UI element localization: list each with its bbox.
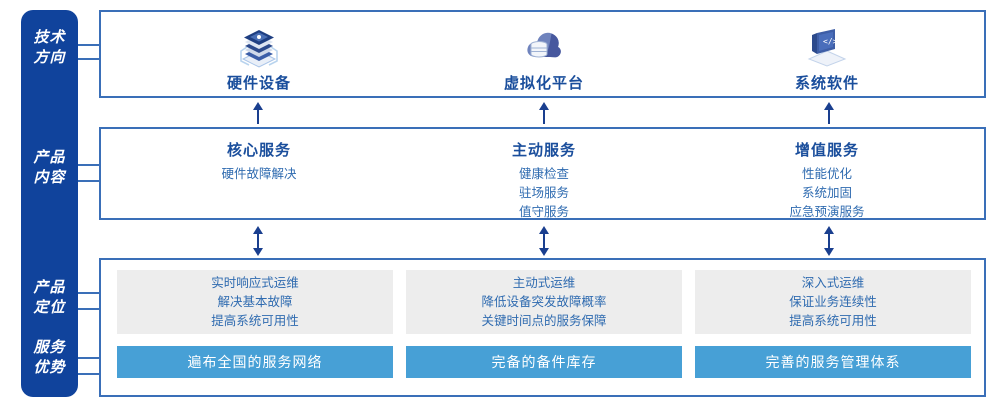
position-card-line: 降低设备突发故障概率 xyxy=(481,294,607,309)
content-item: 健康检查 xyxy=(518,167,569,181)
advantage-bar-spare-parts[interactable]: 完备的备件库存 xyxy=(406,346,682,378)
position-card-line: 深入式运维 xyxy=(801,275,865,290)
connector-line xyxy=(78,180,100,182)
arrow-up-icon xyxy=(539,226,549,234)
rail-label-line1: 技术 xyxy=(33,29,66,46)
rail-label-line2: 方向 xyxy=(33,49,66,66)
arrow-up-icon xyxy=(824,102,834,110)
tech-direction-panel: 硬件设备 虚拟化平台 xyxy=(99,10,986,98)
content-item: 硬件故障解决 xyxy=(221,167,297,181)
tech-label-system-software: 系统软件 xyxy=(794,75,859,92)
content-item: 值守服务 xyxy=(518,205,569,219)
content-title-active-service: 主动服务 xyxy=(511,142,576,159)
advantage-bar-label: 完备的备件库存 xyxy=(491,354,597,370)
position-card-line: 提高系统可用性 xyxy=(789,313,877,328)
tech-column-hardware[interactable]: 硬件设备 xyxy=(144,20,374,93)
server-stack-icon xyxy=(144,20,374,70)
rail-label-line2: 优势 xyxy=(33,359,66,376)
connector-line xyxy=(78,308,100,310)
arrow-up-icon xyxy=(539,102,549,110)
content-column-value-added-service[interactable]: 增值服务 性能优化 系统加固 应急预演服务 xyxy=(702,139,952,222)
arrow-down-icon xyxy=(539,248,549,256)
position-card-line: 解决基本故障 xyxy=(217,294,293,309)
advantage-bar-label: 遍布全国的服务网络 xyxy=(187,354,323,370)
position-card-line: 实时响应式运维 xyxy=(211,275,299,290)
rail-label-product-content: 产品 内容 xyxy=(21,148,78,188)
connector-line xyxy=(78,44,100,46)
arrow-shaft xyxy=(828,232,830,250)
position-card-line: 提高系统可用性 xyxy=(211,313,299,328)
content-item: 系统加固 xyxy=(801,186,852,200)
arrow-up-icon xyxy=(824,226,834,234)
content-title-core-service: 核心服务 xyxy=(226,142,291,159)
position-card-line: 关键时间点的服务保障 xyxy=(481,313,607,328)
tech-column-system-software[interactable]: </> 系统软件 xyxy=(712,20,942,93)
arrow-up-icon xyxy=(253,226,263,234)
product-position-advantage-panel: 实时响应式运维 解决基本故障 提高系统可用性 主动式运维 降低设备突发故障概率 … xyxy=(99,258,986,397)
position-card-line: 保证业务连续性 xyxy=(789,294,877,309)
connector-line xyxy=(78,292,100,294)
content-title-value-added-service: 增值服务 xyxy=(794,142,859,159)
content-column-core-service[interactable]: 核心服务 硬件故障解决 xyxy=(134,139,384,184)
rail-label-tech-direction: 技术 方向 xyxy=(21,28,78,68)
advantage-bar-management-system[interactable]: 完善的服务管理体系 xyxy=(695,346,971,378)
tech-label-virtualization: 虚拟化平台 xyxy=(503,75,584,92)
laptop-code-icon: </> xyxy=(712,20,942,70)
content-item: 驻场服务 xyxy=(518,186,569,200)
position-card-realtime[interactable]: 实时响应式运维 解决基本故障 提高系统可用性 xyxy=(117,270,393,334)
position-card-indepth[interactable]: 深入式运维 保证业务连续性 提高系统可用性 xyxy=(695,270,971,334)
advantage-bar-label: 完善的服务管理体系 xyxy=(765,354,901,370)
connector-line xyxy=(78,373,100,375)
tech-column-virtualization[interactable]: 虚拟化平台 xyxy=(429,20,659,93)
cloud-database-icon xyxy=(429,20,659,70)
rail-label-line1: 产品 xyxy=(33,279,66,296)
arrow-shaft xyxy=(257,108,259,124)
content-column-active-service[interactable]: 主动服务 健康检查 驻场服务 值守服务 xyxy=(419,139,669,222)
arrow-up-icon xyxy=(253,102,263,110)
rail-label-line1: 产品 xyxy=(33,149,66,166)
rail-label-line2: 内容 xyxy=(33,169,66,186)
rail-label-line1: 服务 xyxy=(33,339,66,356)
connector-line xyxy=(78,164,100,166)
rail-label-line2: 定位 xyxy=(33,299,66,316)
svg-text:</>: </> xyxy=(823,37,838,46)
arrow-down-icon xyxy=(253,248,263,256)
connector-line xyxy=(78,357,100,359)
content-item: 性能优化 xyxy=(801,167,852,181)
position-card-proactive[interactable]: 主动式运维 降低设备突发故障概率 关键时间点的服务保障 xyxy=(406,270,682,334)
content-item: 应急预演服务 xyxy=(789,205,865,219)
arrow-shaft xyxy=(257,232,259,250)
position-card-line: 主动式运维 xyxy=(512,275,576,290)
left-category-rail xyxy=(21,10,78,397)
product-content-panel: 核心服务 硬件故障解决 主动服务 健康检查 驻场服务 值守服务 增值服务 性能优… xyxy=(99,127,986,220)
arrow-shaft xyxy=(543,108,545,124)
arrow-shaft xyxy=(828,108,830,124)
rail-label-service-advantage: 服务 优势 xyxy=(21,338,78,378)
advantage-bar-service-network[interactable]: 遍布全国的服务网络 xyxy=(117,346,393,378)
connector-line xyxy=(78,58,100,60)
arrow-down-icon xyxy=(824,248,834,256)
rail-label-product-position: 产品 定位 xyxy=(21,278,78,318)
arrow-shaft xyxy=(543,232,545,250)
tech-label-hardware: 硬件设备 xyxy=(226,75,291,92)
